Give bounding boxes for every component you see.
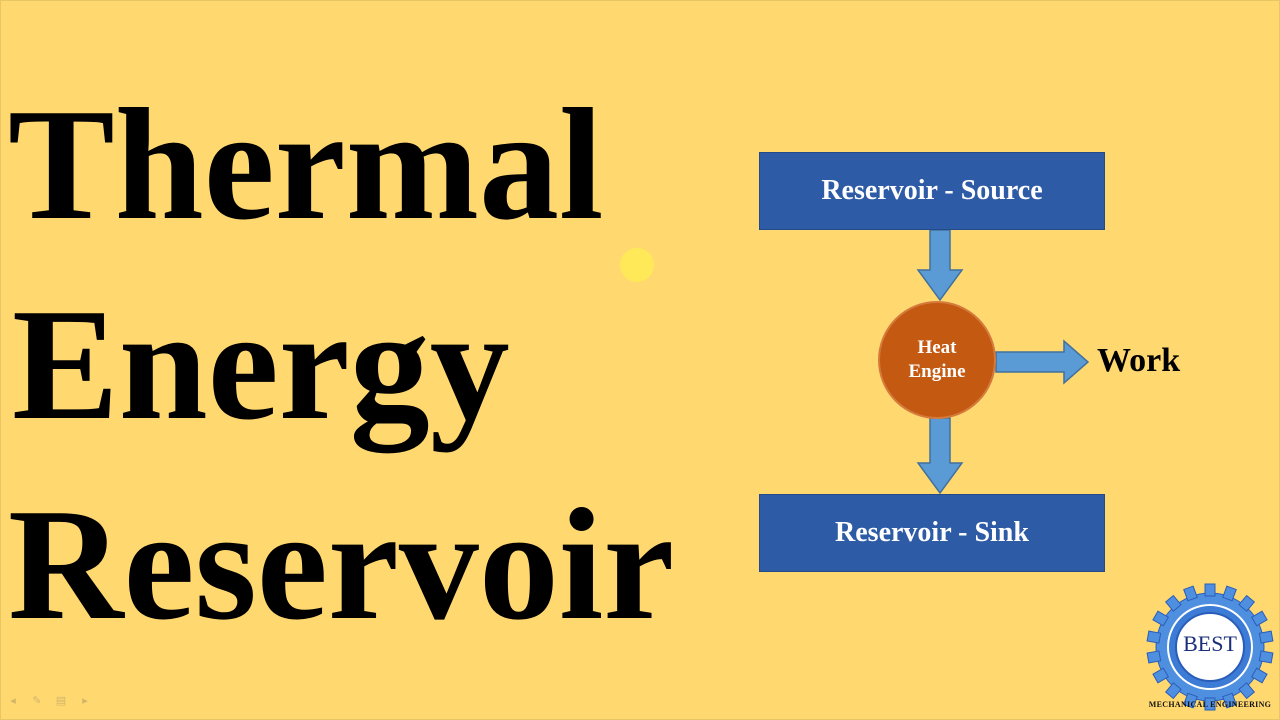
reservoir-source-box: Reservoir - Source xyxy=(759,152,1105,230)
title-line-reservoir: Reservoir xyxy=(8,475,675,653)
prev-slide-icon[interactable]: ◂ xyxy=(10,693,16,707)
best-gear-logo-icon xyxy=(1146,583,1274,711)
heat-engine-label-line2: Engine xyxy=(908,361,966,382)
laser-pointer-dot xyxy=(620,248,654,282)
title-line-thermal: Thermal xyxy=(8,75,604,253)
reservoir-sink-label: Reservoir - Sink xyxy=(835,517,1029,548)
logo-text: BEST xyxy=(1183,631,1237,656)
work-label: Work xyxy=(1097,342,1181,379)
heat-engine-circle: Heat Engine xyxy=(878,301,996,419)
title-line-energy: Energy xyxy=(12,275,510,453)
slideshow-nav-toolbar: ◂ ✎ ▤ ▸ xyxy=(6,693,92,707)
pen-icon[interactable]: ✎ xyxy=(32,693,42,707)
next-slide-icon[interactable]: ▸ xyxy=(82,693,88,707)
menu-icon[interactable]: ▤ xyxy=(55,693,67,707)
reservoir-sink-box: Reservoir - Sink xyxy=(759,494,1105,572)
logo-caption: MECHANICAL ENGINEERING xyxy=(1148,700,1272,709)
reservoir-source-label: Reservoir - Source xyxy=(821,175,1043,206)
heat-engine-label-line1: Heat xyxy=(917,337,957,358)
